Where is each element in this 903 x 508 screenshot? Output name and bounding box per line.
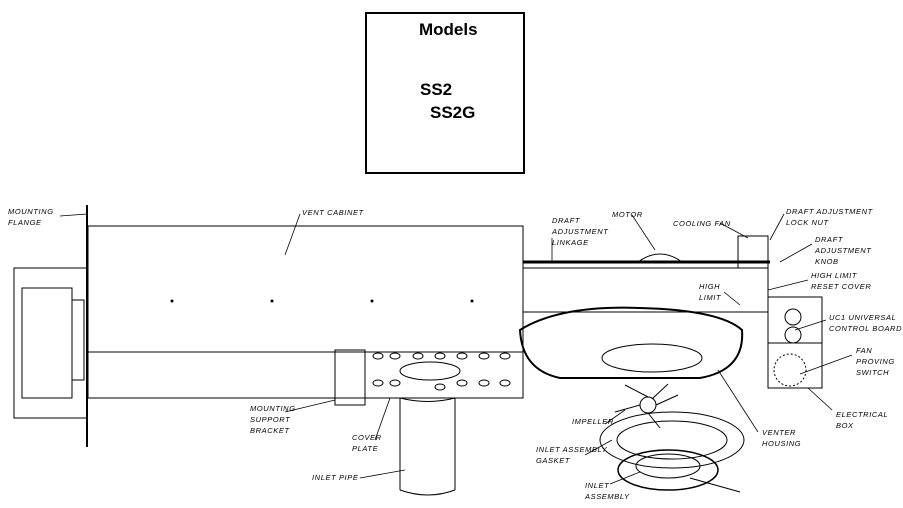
label-inlet-pipe: INLET PIPE: [312, 473, 359, 482]
inlet-assembly: [617, 449, 719, 491]
venter-housing: [518, 306, 744, 379]
electrical-box: [767, 296, 823, 344]
inlet-pipe: [399, 397, 456, 496]
model-ss2: SS2: [420, 80, 453, 99]
label-motor: MOTOR: [612, 210, 643, 219]
label-cooling-fan: COOLING FAN: [673, 219, 731, 228]
inlet-gasket: [599, 411, 745, 469]
models-heading: Models: [419, 20, 478, 39]
models-box: [365, 12, 525, 174]
left-housing: [13, 267, 88, 419]
vent-cabinet: [87, 225, 524, 353]
model-ss2g: SS2G: [430, 103, 476, 122]
label-impeller: IMPELLER: [572, 417, 614, 426]
impeller: [614, 383, 679, 429]
mounting-bracket: [334, 349, 366, 406]
label-vent-cabinet: VENT CABINET: [302, 208, 364, 217]
